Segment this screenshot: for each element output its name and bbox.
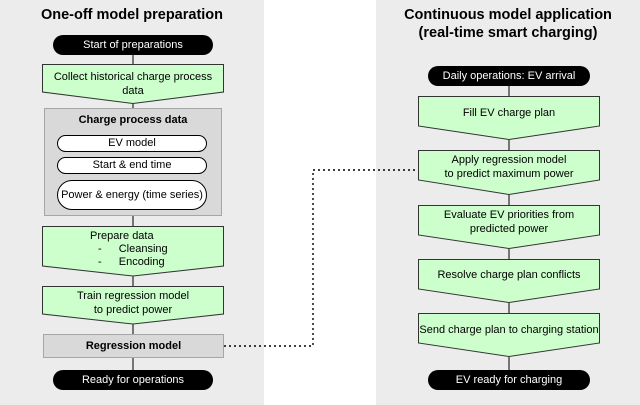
prepare-encoding-label: Encoding <box>118 256 165 268</box>
train-line-1: Train regression model <box>76 290 190 302</box>
collect-data-step: Collect historical charge process data <box>42 64 224 105</box>
ready-for-operations: Ready for operations <box>53 370 213 390</box>
data-item-power-energy: Power & energy (time series) <box>57 180 207 210</box>
prepare-cleansing-label: Cleansing <box>118 243 168 255</box>
train-model-step: Train regression model to predict power <box>42 286 224 325</box>
fill-text: Fill EV charge plan <box>462 107 556 119</box>
send-charge-plan-step: Send charge plan to charging station <box>418 313 600 358</box>
data-item-start-end-time: Start & end time <box>57 157 207 174</box>
send-shape <box>418 313 600 358</box>
apply-shape <box>418 150 600 196</box>
evaluate-priorities-step: Evaluate EV priorities from predicted po… <box>418 205 600 250</box>
send-text: Send charge plan to charging station <box>419 324 599 336</box>
charge-process-data-title: Charge process data <box>78 114 188 126</box>
daily-operations-ev-arrival: Daily operations: EV arrival <box>428 66 590 86</box>
resolve-shape <box>418 259 600 304</box>
resolve-text: Resolve charge plan conflicts <box>437 269 581 281</box>
prepare-title: Prepare data <box>90 230 154 242</box>
collect-text: Collect historical charge process data <box>42 70 224 98</box>
prepare-shape <box>42 226 224 277</box>
collect-line-2: data <box>122 85 144 97</box>
prepare-data-step: Prepare data - Cleansing - Encoding <box>42 226 224 277</box>
prepare-bullet-cleansing: - Cleansing <box>98 243 168 255</box>
fill-charge-plan-step: Fill EV charge plan <box>418 96 600 141</box>
train-line-2: to predict power <box>93 304 173 316</box>
evaluate-text: Evaluate EV priorities from predicted po… <box>418 208 600 236</box>
right-title-line-1: Continuous model application <box>404 7 612 23</box>
prepare-bullet-encoding: - Encoding <box>98 256 165 268</box>
apply-line-1: Apply regression model <box>451 154 567 166</box>
left-panel-title: One-off model preparation <box>40 7 224 23</box>
apply-text: Apply regression model to predict maximu… <box>418 153 600 181</box>
apply-line-2: to predict maximum power <box>444 168 574 180</box>
resolve-conflicts-step: Resolve charge plan conflicts <box>418 259 600 304</box>
right-panel-title: Continuous model application (real-time … <box>376 6 640 42</box>
apply-regression-step: Apply regression model to predict maximu… <box>418 150 600 196</box>
data-item-ev-model: EV model <box>57 135 207 152</box>
evaluate-line-1: Evaluate EV priorities from <box>443 209 575 221</box>
bullet-dash: - <box>98 256 102 268</box>
train-text: Train regression model to predict power <box>42 289 224 317</box>
right-title-line-2: (real-time smart charging) <box>418 25 598 41</box>
start-of-preparations: Start of preparations <box>53 35 213 55</box>
dotted-model-link <box>224 169 420 347</box>
fill-shape <box>418 96 600 141</box>
bullet-dash: - <box>98 243 102 255</box>
evaluate-line-2: predicted power <box>469 223 549 235</box>
regression-model-box: Regression model <box>43 334 224 358</box>
collect-line-1: Collect historical charge process <box>53 71 213 83</box>
ev-ready-for-charging: EV ready for charging <box>428 370 590 390</box>
collect-shape <box>42 64 224 105</box>
train-shape <box>42 286 224 325</box>
charge-process-data-box: Charge process data EV model Start & end… <box>44 108 222 216</box>
evaluate-shape <box>418 205 600 250</box>
